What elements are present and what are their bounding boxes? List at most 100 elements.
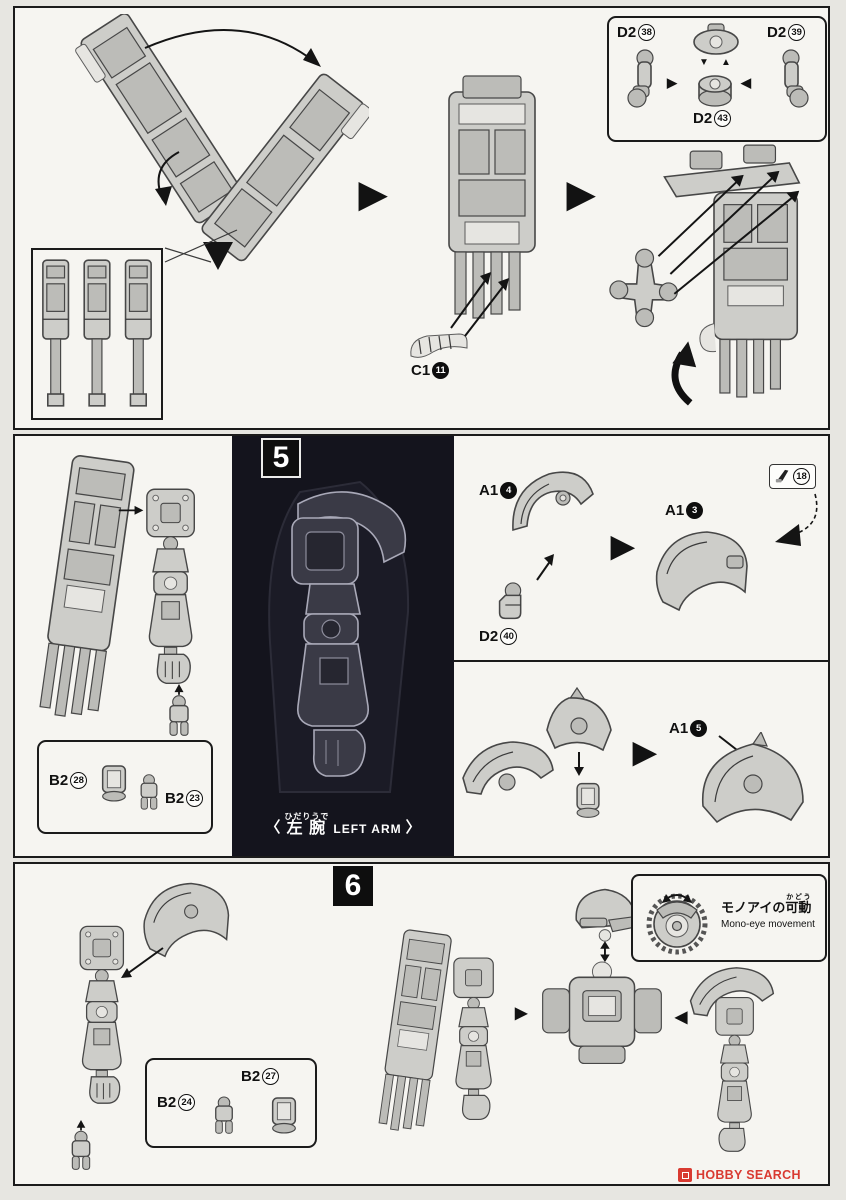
b2-parts-inset: B2 28 B2 23 [37, 740, 213, 834]
flow-arrow-left-icon: ◀ [675, 1009, 688, 1026]
part-number-circle: 24 [178, 1094, 196, 1111]
top-assembly-section: ▶ [13, 6, 830, 430]
monoeye-inset: モノアイの可動かどう Mono-eye movement [631, 874, 827, 962]
head-drawing [561, 878, 647, 966]
part-label-c1-11: C1 11 [411, 362, 450, 379]
flow-arrow-icon: ▶ [611, 530, 635, 563]
runner-code: D2 [479, 628, 499, 645]
step-5-section: 5 [13, 434, 830, 858]
part-number-circle: 38 [638, 24, 656, 41]
step-5-number: 5 [261, 438, 301, 478]
hobby-search-watermark: HOBBY SEARCH [678, 1168, 801, 1182]
monoeye-head-drawing [639, 882, 715, 958]
monoeye-text: モノアイの可動かどう Mono-eye movement [721, 894, 815, 930]
d2-parts-inset: D2 38 ▶ ▼ ▲ [607, 16, 827, 142]
runner-code: B2 [241, 1068, 261, 1085]
shield-back-drawing [399, 70, 584, 370]
part-number-circle: 28 [70, 772, 88, 789]
hobby-search-logo-icon [678, 1168, 692, 1182]
part-label-b2-23: B2 23 [165, 790, 204, 807]
torso-drawing [535, 960, 669, 1075]
tool-badge-number: 18 [793, 468, 810, 485]
shoulder-shell-drawing [137, 874, 235, 963]
runner-code: B2 [157, 1094, 177, 1111]
part-label-b2-24: B2 24 [157, 1094, 196, 1111]
socket-part-drawing [695, 74, 735, 108]
step-6-number: 6 [333, 866, 373, 906]
pointer-arrow [523, 552, 563, 584]
flow-arrow-icon: ▶ [359, 173, 387, 214]
shield-fold-drawing [27, 14, 369, 312]
socket-part-drawing [571, 780, 605, 820]
runner-code: D2 [693, 110, 713, 127]
runner-code: B2 [165, 790, 185, 807]
part-label-a1-5: A1 5 [669, 720, 708, 737]
joint-part-drawing [773, 48, 813, 110]
part-label-d2-39: D2 39 [767, 24, 806, 41]
socket-part-drawing [267, 1094, 301, 1136]
caption-english: LEFT ARM [333, 822, 402, 836]
step5-right-divider [454, 660, 828, 662]
step-6-section: 6 [13, 862, 830, 1186]
arrow-down-icon: ▼ [699, 57, 709, 68]
part-number-circle: 27 [262, 1068, 280, 1085]
b2-parts-inset: B2 24 B2 27 [145, 1058, 317, 1148]
runner-code: A1 [669, 720, 689, 737]
knob-part-drawing [691, 22, 741, 56]
elbow-frame-part-drawing [131, 764, 167, 812]
arm-assembly-drawing [53, 920, 145, 1120]
caption-bracket: 〉 [405, 819, 421, 836]
part-number-circle: 39 [788, 24, 806, 41]
shoulder-shell-drawing [649, 522, 754, 617]
runner-code: D2 [767, 24, 787, 41]
shield-drawing [369, 924, 469, 1147]
barrel-detail-inset [31, 248, 163, 420]
left-arm-preview-drawing [240, 462, 446, 802]
left-arm-caption: 〈 左腕ひだりうで LEFT ARM 〉 [232, 812, 454, 838]
left-arm-drawing [429, 952, 513, 1135]
left-arm-preview-panel: 〈 左腕ひだりうで LEFT ARM 〉 [232, 436, 454, 856]
socket-part-drawing [97, 762, 131, 804]
flow-arrow-icon: ▶ [515, 1005, 528, 1022]
part-number-circle: 43 [714, 110, 732, 127]
part-number-circle: 40 [500, 628, 518, 645]
shield-joint-assembly-drawing [599, 132, 827, 422]
part-label-b2-27: B2 27 [241, 1068, 280, 1085]
runner-code: D2 [617, 24, 637, 41]
spiked-shoulder-drawing [537, 686, 623, 778]
shoulder-shell-drawing [501, 464, 601, 556]
flow-arrow-left-icon: ◀ [741, 75, 751, 90]
barrel-detail-drawing [35, 254, 159, 414]
flow-arrow-icon: ▶ [633, 736, 657, 769]
tool-badge: 18 [769, 464, 816, 489]
caption-japanese: 左腕ひだりうで [284, 812, 330, 837]
flow-arrow-icon: ▶ [567, 173, 595, 214]
hobby-search-logo-text: HOBBY SEARCH [696, 1168, 801, 1182]
flow-arrow-icon: ▶ [667, 75, 677, 90]
elbow-frame-part-drawing [157, 684, 201, 738]
monoeye-subtitle: Mono-eye movement [721, 919, 815, 931]
part-number-circle: 11 [432, 362, 450, 379]
joint-part-drawing [623, 48, 663, 110]
part-label-a1-3: A1 3 [665, 502, 704, 519]
part-number-circle: 4 [500, 482, 518, 499]
dashed-pointer-arrow [757, 490, 829, 556]
part-number-circle: 23 [186, 790, 204, 807]
joint-part-drawing [493, 582, 533, 628]
pointer-arrow [115, 942, 171, 984]
runner-code: B2 [49, 772, 69, 789]
part-number-circle: 3 [686, 502, 704, 519]
shoulder-shell-drawing [457, 734, 557, 820]
part-label-d2-38: D2 38 [617, 24, 656, 41]
hobby-knife-icon [775, 469, 790, 484]
right-arm-drawing [697, 992, 777, 1166]
caption-bracket: 〈 [265, 819, 281, 836]
part-label-d2-40: D2 40 [479, 628, 518, 645]
runner-code: A1 [665, 502, 685, 519]
part-label-a1-4: A1 4 [479, 482, 518, 499]
part-label-d2-43: D2 43 [693, 110, 732, 127]
shield-drawing [27, 448, 157, 738]
detail-callout-lines [163, 226, 243, 266]
elbow-frame-part-drawing [205, 1086, 243, 1136]
